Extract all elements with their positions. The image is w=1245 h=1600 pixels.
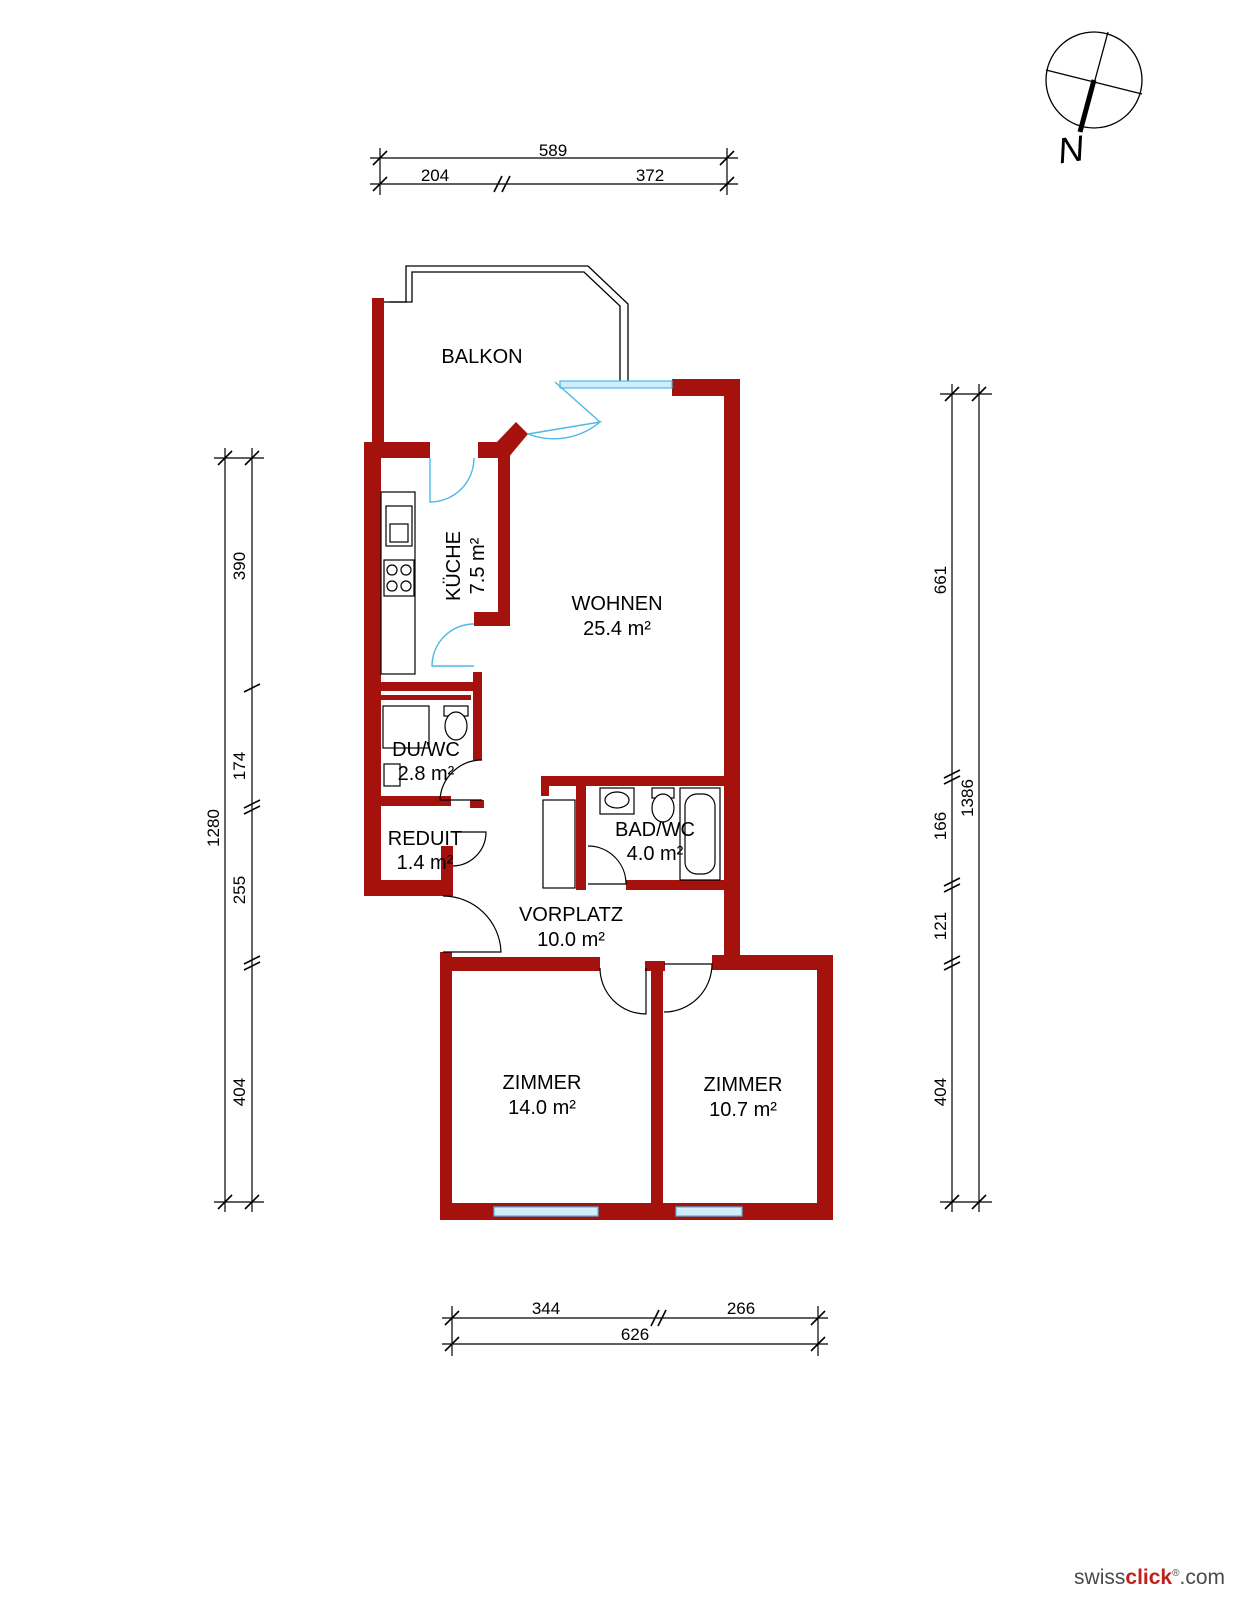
dim-bottom-right: 266 — [727, 1299, 755, 1318]
room-name-duwc: DU/WC — [392, 739, 460, 761]
door-zimmer-1 — [599, 967, 647, 1015]
dim-left-total: 1280 — [204, 809, 223, 847]
door-balkon — [527, 420, 603, 440]
room-name-kueche: KÜCHE — [443, 531, 465, 601]
room-area-vorplatz: 10.0 m² — [537, 929, 605, 951]
room-name-zimmer-1: ZIMMER — [503, 1072, 582, 1094]
room-area-badwc: 4.0 m² — [627, 843, 684, 865]
room-area-duwc: 2.8 m² — [398, 763, 455, 785]
room-area-zimmer-2: 10.7 m² — [709, 1099, 777, 1121]
window-zimmer-2 — [675, 1206, 743, 1217]
door-kueche — [431, 623, 475, 667]
fixtures — [380, 491, 721, 889]
door-reduit — [452, 831, 487, 867]
dim-right-total: 1386 — [958, 779, 977, 817]
logo-reg: ® — [1172, 1568, 1180, 1579]
door-duwc — [439, 759, 483, 801]
dim-right-3: 121 — [931, 912, 950, 940]
window-zimmer-1 — [493, 1206, 599, 1217]
room-area-wohnen: 25.4 m² — [583, 618, 651, 640]
room-name-balkon: BALKON — [441, 346, 522, 368]
dim-top-right: 372 — [636, 166, 664, 185]
door-entrance — [442, 895, 502, 953]
logo-prefix: swiss — [1074, 1566, 1126, 1589]
room-name-badwc: BAD/WC — [615, 819, 695, 841]
north-label: N — [1055, 127, 1087, 171]
walls — [364, 298, 833, 1220]
logo-highlight: click — [1125, 1566, 1173, 1589]
room-name-reduit: REDUIT — [388, 828, 462, 850]
windows — [493, 380, 743, 1217]
logo-suffix: .com — [1179, 1566, 1225, 1589]
dimension-lines: 589 204 372 344 266 626 1280 390 174 — [204, 141, 992, 1356]
room-name-wohnen: WOHNEN — [571, 593, 662, 615]
swissclick-logo: swissclick®.com — [1074, 1566, 1225, 1590]
dim-left-4: 404 — [230, 1078, 249, 1106]
balcony-railing — [384, 265, 629, 384]
room-labels: BALKON KÜCHE 7.5 m² WOHNEN 25.4 m² DU/WC… — [388, 346, 783, 1121]
stove-icon — [383, 559, 415, 597]
dim-top-left: 204 — [421, 166, 449, 185]
dim-left-3: 255 — [230, 876, 249, 904]
room-name-zimmer-2: ZIMMER — [704, 1074, 783, 1096]
dim-right-1: 661 — [931, 566, 950, 594]
door-badwc — [587, 845, 627, 885]
dim-right-2: 166 — [931, 812, 950, 840]
dim-bottom-left: 344 — [532, 1299, 560, 1318]
dim-top-total: 589 — [539, 141, 567, 160]
doors — [429, 381, 713, 1015]
door-kueche-balkon — [429, 457, 475, 503]
washbasin-icon — [383, 763, 401, 787]
storage-cabinet — [542, 799, 576, 889]
dim-left-1: 390 — [230, 552, 249, 580]
dim-bottom-total: 626 — [621, 1325, 649, 1344]
room-area-zimmer-1: 14.0 m² — [508, 1097, 576, 1119]
north-arrow: N — [1045, 31, 1143, 171]
shower-icon — [382, 705, 430, 749]
dim-right-4: 404 — [931, 1078, 950, 1106]
window-wohnen — [559, 380, 673, 389]
room-area-kueche: 7.5 m² — [467, 537, 489, 594]
room-area-reduit: 1.4 m² — [397, 852, 454, 874]
dim-left-2: 174 — [230, 752, 249, 780]
room-name-vorplatz: VORPLATZ — [519, 904, 623, 926]
door-zimmer-2 — [663, 963, 713, 1013]
